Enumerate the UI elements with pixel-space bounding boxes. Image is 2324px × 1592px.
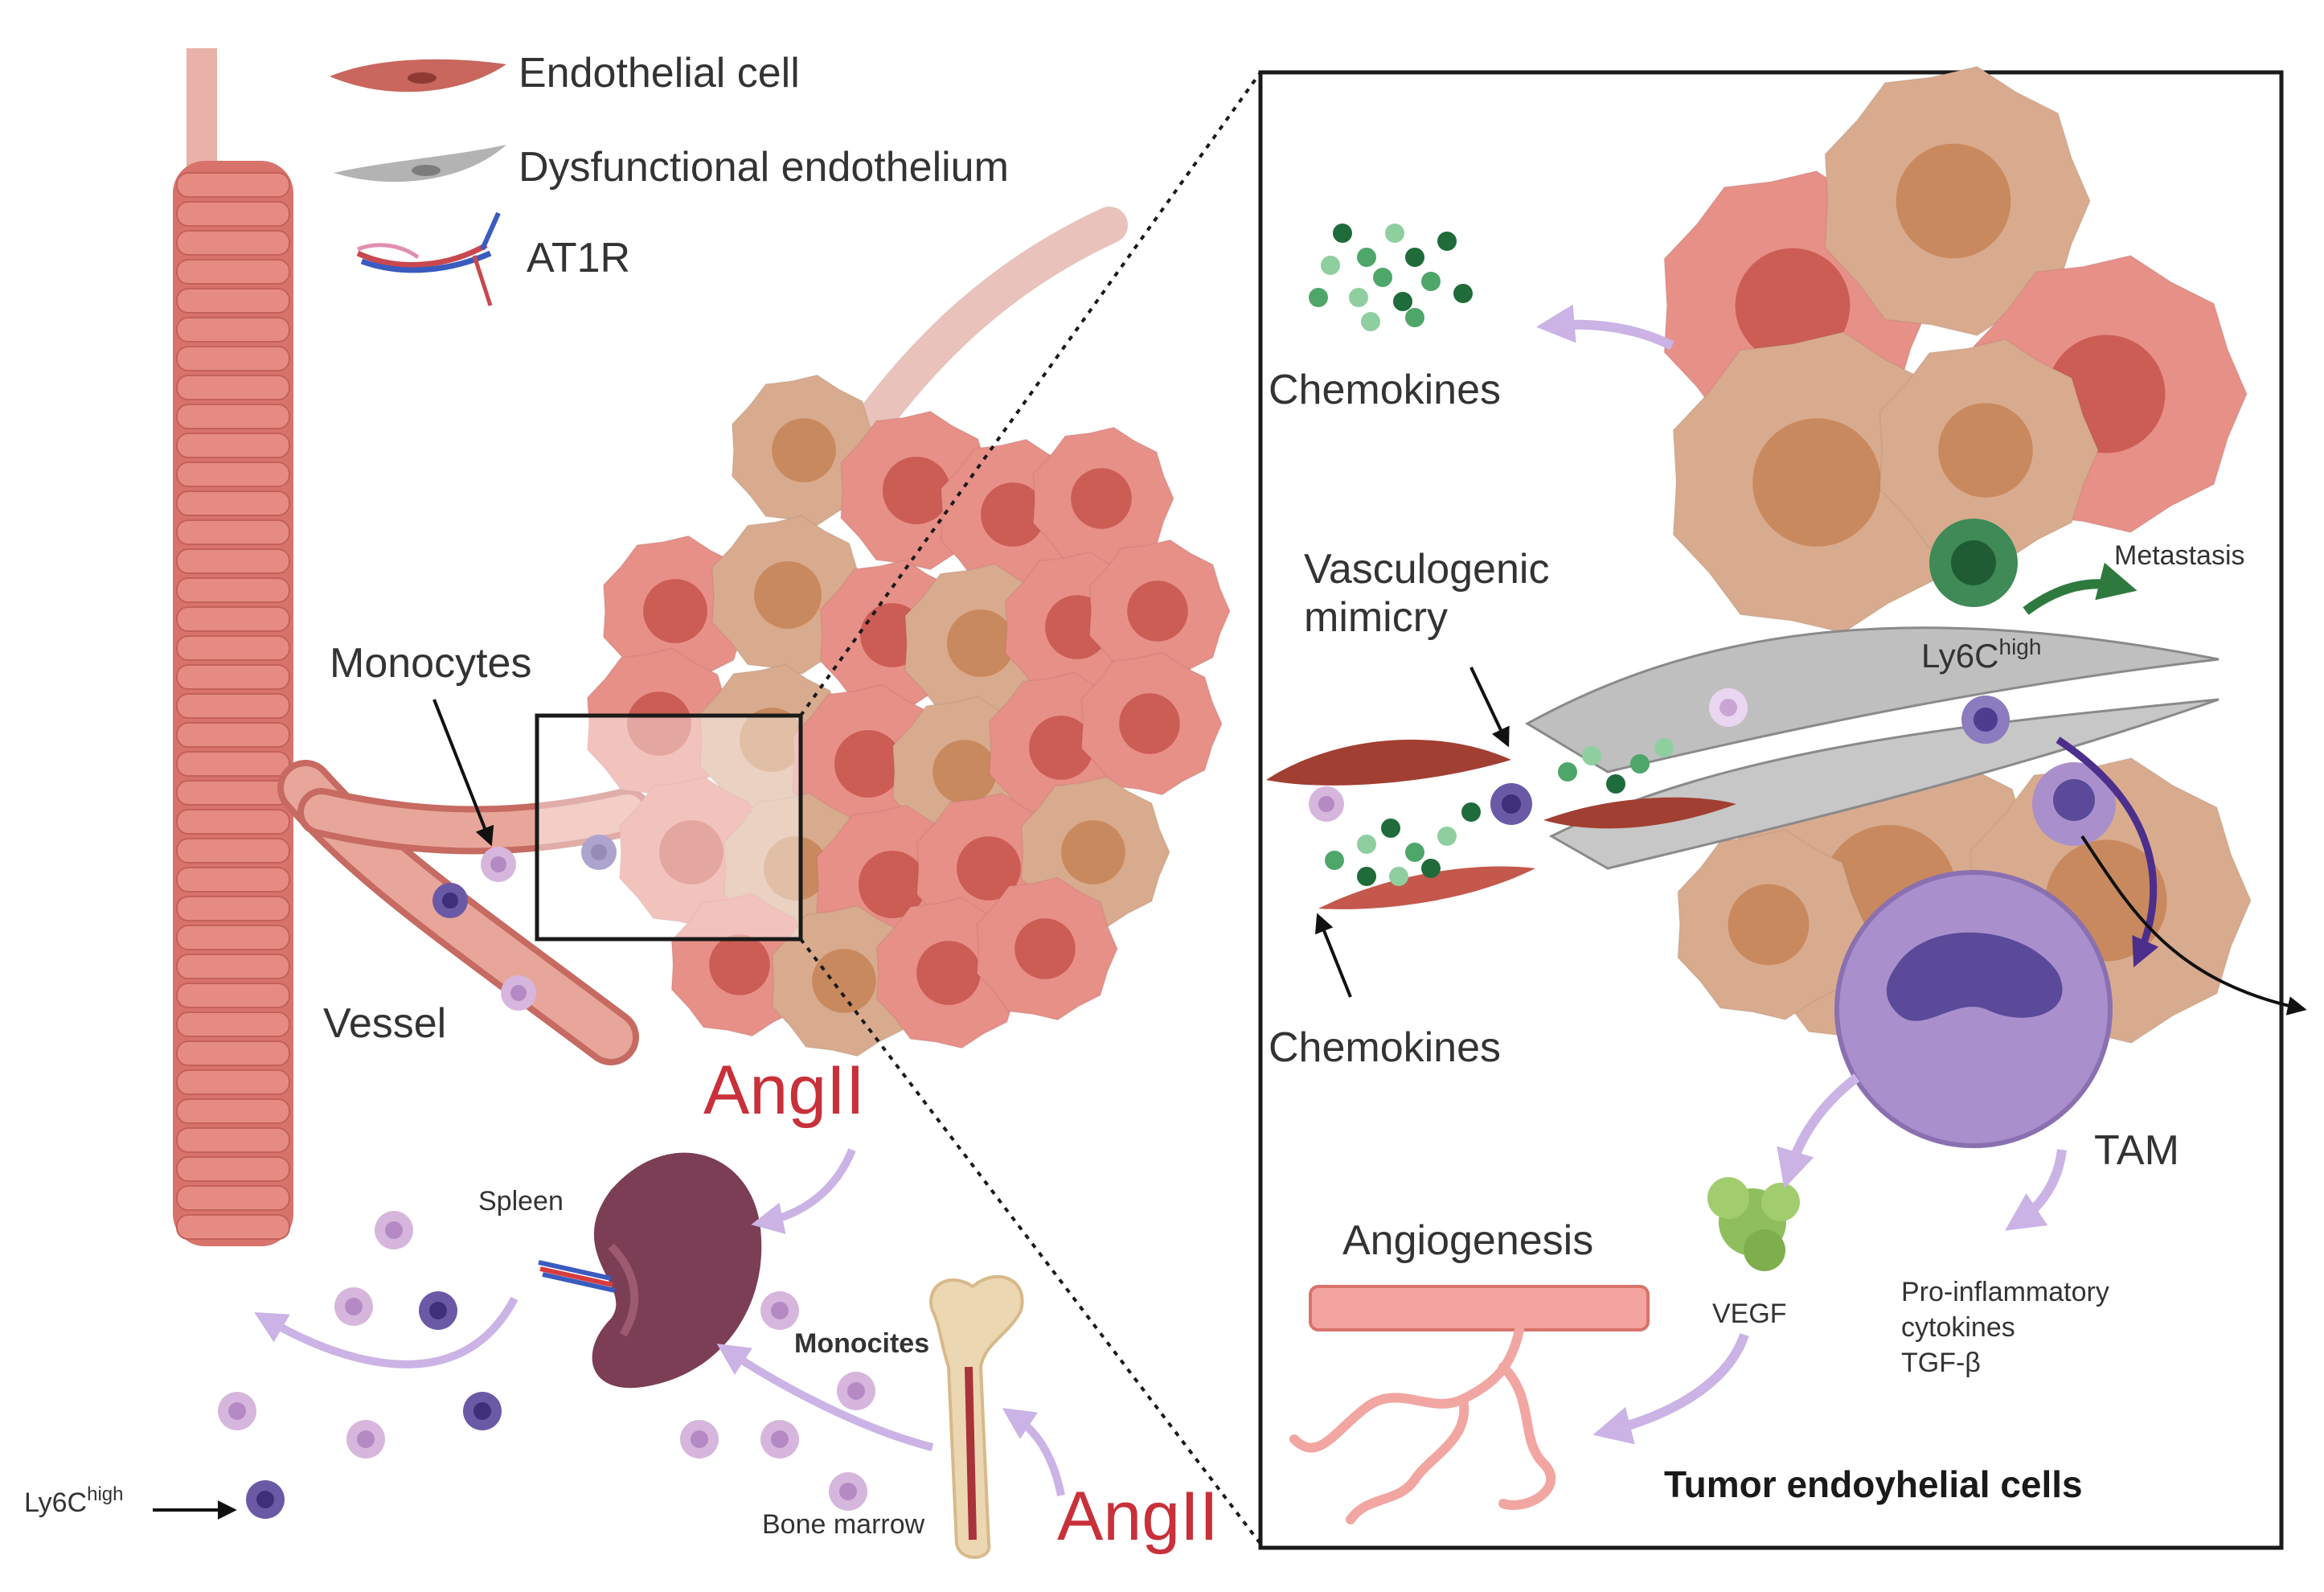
- tumor-cluster: [586, 374, 1232, 1057]
- chemokines-label-bottom: Chemokines: [1269, 1024, 1501, 1071]
- dysfunctional-endothelium-icon: [334, 145, 506, 183]
- angiogenesis-label: Angiogenesis: [1342, 1217, 1593, 1264]
- angii-label-top: AngII: [703, 1052, 865, 1129]
- flow-arrows-right: [1314, 304, 2307, 1445]
- circulating-monocytes: [218, 1211, 875, 1519]
- at1r-icon: [356, 211, 501, 306]
- monocites-label: Monocites: [794, 1328, 929, 1359]
- vasculogenic-label-line2: mimicry: [1304, 594, 1448, 641]
- tam-macrophage: [1834, 870, 2113, 1148]
- monocytes-label: Monocytes: [330, 640, 531, 687]
- monocytes-pointer-arrow: [432, 699, 494, 847]
- proinflammatory-label-line1: Pro-inflammatory: [1901, 1277, 2109, 1307]
- bone-marrow: [929, 1274, 1024, 1559]
- zoom-connector-bottom: [799, 938, 1262, 1545]
- angii-label-bottom: AngII: [1057, 1478, 1219, 1555]
- vessel-monocytes-zoomed: [1309, 688, 2116, 846]
- mobilization-arrows: [254, 1148, 1065, 1496]
- ly6c-high-monocyte: [1929, 519, 2018, 607]
- panel-title: Tumor endoyhelial cells: [1664, 1463, 2083, 1505]
- main-vessel: [173, 48, 293, 1246]
- ly6c-high-label-left: Ly6Chigh: [24, 1483, 124, 1518]
- vasculogenic-label-line1: Vasculogenic: [1304, 546, 1549, 593]
- chemokines-label-top: Chemokines: [1269, 367, 1501, 413]
- legend-endothelial-label: Endothelial cell: [518, 50, 800, 96]
- vegf-label: VEGF: [1712, 1299, 1787, 1329]
- legend-at1r-label: AT1R: [527, 235, 630, 281]
- spleen: [538, 1152, 762, 1389]
- spleen-label: Spleen: [478, 1186, 564, 1217]
- zoom-connector-top: [799, 71, 1262, 717]
- proinflammatory-label-line3: TGF-β: [1901, 1348, 1981, 1378]
- chemokine-particles: [1309, 224, 1674, 886]
- bone-marrow-label: Bone marrow: [762, 1509, 925, 1540]
- metastasis-label: Metastasis: [2114, 540, 2245, 571]
- proinflammatory-label-line2: cytokines: [1901, 1312, 2015, 1343]
- tumor-cells-zoomed: [1663, 65, 2252, 1052]
- angiogenesis-vessel: [1289, 1285, 1650, 1524]
- vessel-monocytes: [432, 835, 617, 1011]
- legend: Endothelial cell Dysfunctional endotheli…: [330, 50, 1009, 306]
- legend-dysfunctional-label: Dysfunctional endothelium: [518, 144, 1009, 191]
- tumor-vessel-endothelium: [1266, 626, 2219, 909]
- tam-label: TAM: [2094, 1127, 2179, 1174]
- branch-vessel: [277, 207, 1128, 1065]
- vessel-label: Vessel: [323, 1000, 446, 1047]
- vegf-icon: [1707, 1177, 1800, 1271]
- ly6c-high-label-right: Ly6Chigh: [1921, 634, 2041, 675]
- zoom-region-box: [535, 713, 803, 942]
